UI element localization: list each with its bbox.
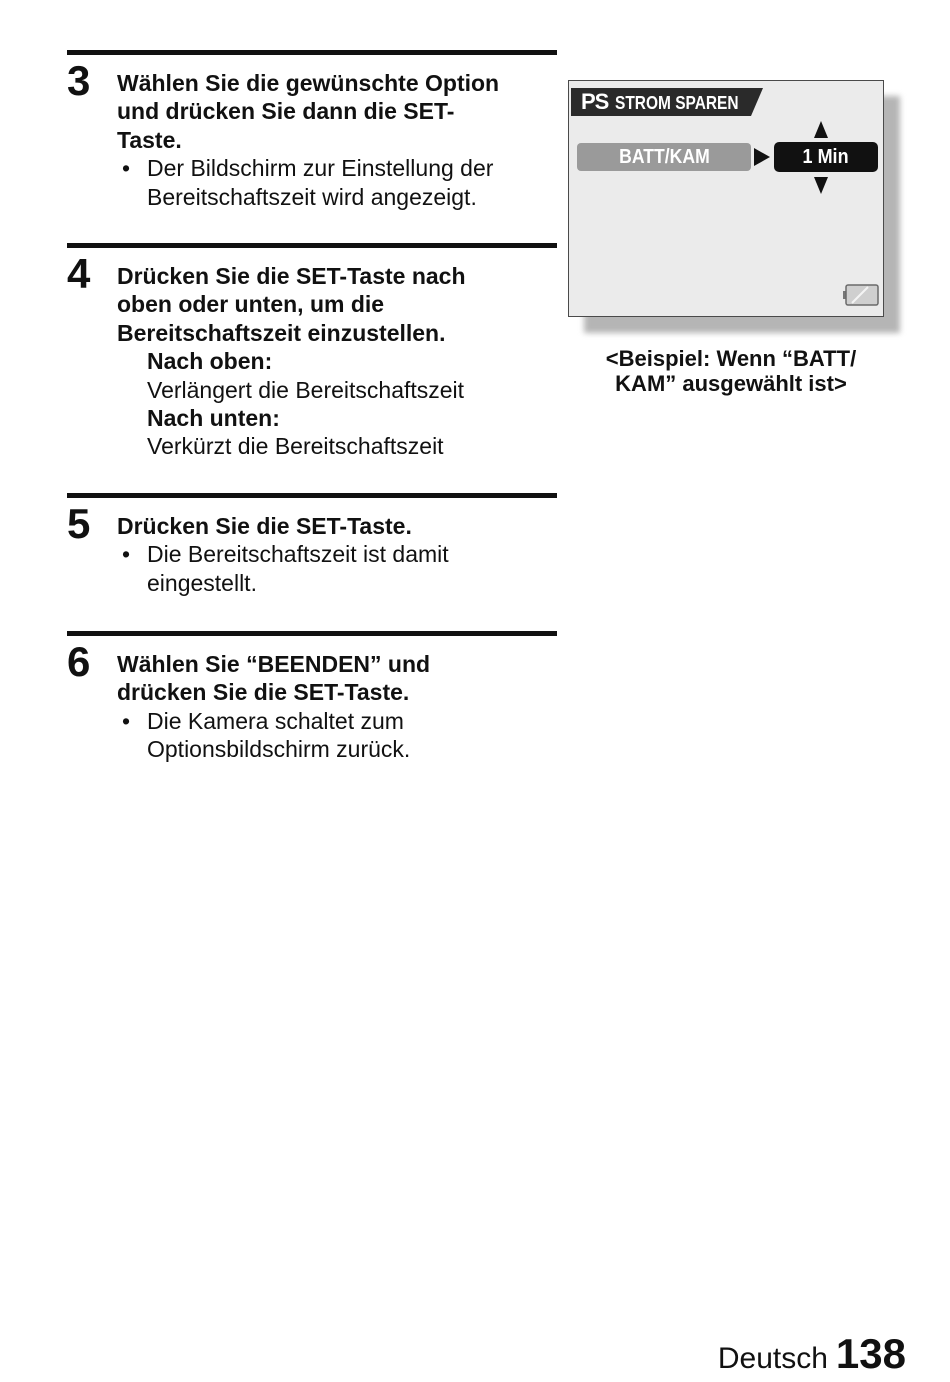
bullet-text: Die Kamera schaltet zum [147, 707, 404, 734]
step-title-line: Bereitschaftszeit einzustellen. [117, 319, 446, 346]
step-title-line: Wählen Sie die gewünschte Option [117, 70, 500, 96]
step-6: 6 Wählen Sie “BEENDEN” und drücken Sie d… [67, 631, 557, 764]
step-title-line: und drücken Sie dann die SET- [117, 98, 455, 125]
screen-header: PS STROM SPAREN [571, 88, 763, 116]
caption-line: KAM” ausgewählt ist> [615, 371, 847, 396]
sub-text: Verkürzt die Bereitschaftszeit [147, 433, 444, 460]
bullet-item: • Die Kamera schaltet zum Optionsbildsch… [117, 707, 557, 764]
step-title: Drücken Sie die SET-Taste. [117, 512, 557, 540]
step-title: Wählen Sie “BEENDEN” und drücken Sie die… [117, 650, 557, 707]
step-number: 4 [67, 250, 91, 297]
value-text: 1 Min [802, 146, 850, 168]
arrow-up-icon [814, 121, 828, 138]
step-3: 3 Wählen Sie die gewünschte Option und d… [67, 50, 557, 211]
bullet-text: Optionsbildschirm zurück. [147, 736, 411, 763]
step-4: 4 Drücken Sie die SET-Taste nach oben od… [67, 243, 557, 461]
footer-language: Deutsch [717, 1342, 828, 1375]
bullet-item: • Der Bildschirm zur Einstellung der Ber… [117, 154, 557, 211]
bullet-text: Der Bildschirm zur Einstellung der [147, 155, 494, 182]
step-title-line: drücken Sie die SET-Taste. [117, 679, 410, 706]
bullet-icon: • [122, 155, 131, 182]
step-divider [67, 50, 557, 55]
step-number: 5 [67, 500, 91, 547]
header-background [571, 88, 763, 116]
arrow-down-icon [814, 177, 828, 194]
batt-kam-option[interactable]: BATT/KAM [577, 143, 751, 171]
ps-mode-label: PS [581, 89, 609, 114]
step-title-line: Wählen Sie “BEENDEN” und [117, 651, 431, 677]
step-5: 5 Drücken Sie die SET-Taste. • Die Berei… [67, 493, 557, 597]
sub-label: Nach unten: [147, 405, 280, 432]
step-title-line: oben oder unten, um die [117, 291, 385, 318]
sub-text: Verlängert die Bereitschaftszeit [147, 376, 465, 403]
bullet-icon: • [122, 541, 131, 568]
step-title-line: Drücken Sie die SET-Taste nach [117, 263, 466, 289]
bullet-text: eingestellt. [147, 569, 257, 596]
bullet-text: Die Bereitschaftszeit ist damit [147, 541, 449, 568]
option-label: BATT/KAM [618, 146, 710, 168]
step-title-line: Taste. [117, 126, 182, 153]
sub-item-down: Nach unten: Verkürzt die Bereitschaftsze… [117, 404, 557, 461]
page-number: 138 [835, 1330, 906, 1377]
step-title: Drücken Sie die SET-Taste nach oben oder… [117, 262, 557, 347]
camera-screen: PS STROM SPAREN BATT/KAM 1 Min [568, 80, 884, 317]
camera-screen-illustration: PS STROM SPAREN BATT/KAM 1 Min [568, 80, 900, 333]
step-title: Wählen Sie die gewünschte Option und drü… [117, 69, 557, 154]
arrow-right-icon [754, 148, 770, 166]
step-number: 6 [67, 638, 91, 685]
sub-label: Nach oben: [147, 348, 273, 375]
battery-icon [843, 284, 879, 306]
screen-caption: <Beispiel: Wenn “BATT/ KAM” ausgewählt i… [568, 346, 894, 396]
step-divider [67, 493, 557, 498]
step-divider [67, 243, 557, 248]
bullet-text: Bereitschaftszeit wird angezeigt. [147, 183, 477, 210]
bullet-icon: • [122, 707, 131, 734]
step-number: 3 [67, 57, 91, 104]
screen-header-title: STROM SPAREN [615, 93, 739, 113]
step-divider [67, 631, 557, 636]
step-title-line: Drücken Sie die SET-Taste. [117, 513, 412, 539]
caption-line: <Beispiel: Wenn “BATT/ [605, 346, 857, 371]
bullet-item: • Die Bereitschaftszeit ist damit einges… [117, 540, 557, 597]
sub-item-up: Nach oben: Verlängert die Bereitschaftsz… [117, 347, 557, 404]
standby-time-value[interactable]: 1 Min [774, 142, 878, 172]
